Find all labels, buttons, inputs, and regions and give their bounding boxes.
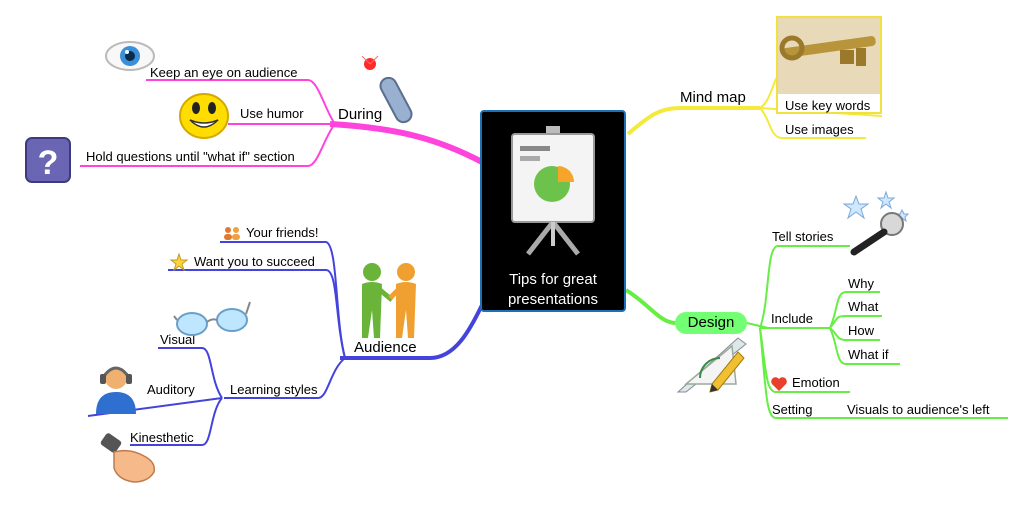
smiley-icon <box>178 92 230 140</box>
design-item-setting[interactable]: Setting <box>772 402 812 418</box>
learning-styles-node[interactable]: Learning styles <box>230 382 317 398</box>
hand-icon <box>100 432 160 488</box>
central-topic[interactable]: Tips for great presentations <box>480 110 626 312</box>
during-item-eye[interactable]: Keep an eye on audience <box>150 65 297 81</box>
include-item-what[interactable]: What <box>848 299 878 315</box>
branch-design[interactable]: Design <box>675 312 747 334</box>
microphone-stars-icon <box>842 190 912 256</box>
include-item-what-if[interactable]: What if <box>848 347 888 363</box>
mindmap-item-images[interactable]: Use images <box>785 122 854 138</box>
design-item-include[interactable]: Include <box>771 311 813 327</box>
central-topic-title: Tips for great presentations <box>482 270 624 310</box>
during-item-humor[interactable]: Use humor <box>240 106 304 122</box>
audience-item-friends[interactable]: Your friends! <box>246 225 319 241</box>
key-icon <box>778 18 880 94</box>
branch-mind-map[interactable]: Mind map <box>680 90 746 106</box>
learning-style-auditory[interactable]: Auditory <box>147 382 195 398</box>
star-icon <box>170 253 188 271</box>
heart-icon <box>770 376 788 392</box>
branch-audience[interactable]: Audience <box>354 340 417 356</box>
audience-item-succeed[interactable]: Want you to succeed <box>194 254 315 270</box>
friends-icon <box>222 226 242 240</box>
during-item-questions[interactable]: Hold questions until "what if" section <box>86 149 295 165</box>
pencil-ruler-icon <box>676 334 748 394</box>
glasses-icon <box>172 296 252 338</box>
include-item-how[interactable]: How <box>848 323 874 339</box>
setting-detail[interactable]: Visuals to audience's left <box>847 402 989 418</box>
headphones-person-icon <box>94 362 138 414</box>
include-item-why[interactable]: Why <box>848 276 874 292</box>
design-item-emotion[interactable]: Emotion <box>792 375 840 391</box>
design-item-tell-stories[interactable]: Tell stories <box>772 229 833 245</box>
laser-pointer-icon <box>360 54 420 126</box>
question-mark-icon: ? <box>24 136 72 184</box>
svg-text:?: ? <box>38 144 59 182</box>
mindmap-item-keywords[interactable]: Use key words <box>785 98 870 114</box>
presentation-easel-icon <box>508 126 598 256</box>
audience-people-icon <box>352 260 428 340</box>
eye-icon <box>104 40 156 72</box>
